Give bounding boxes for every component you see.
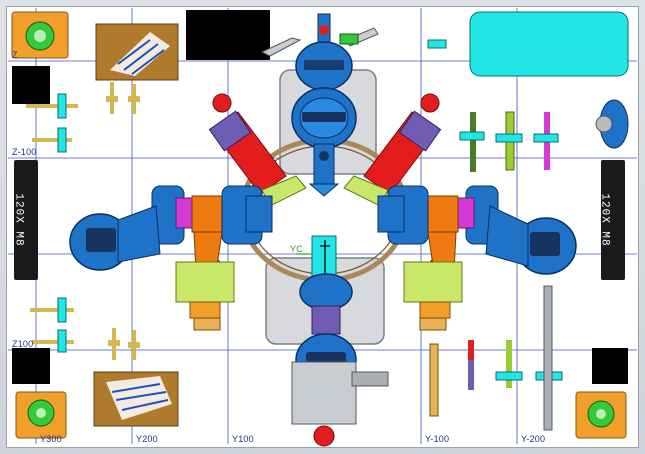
black-block-left-top [12,66,50,104]
grid-label-y-minus-200: Y-200 [521,434,546,444]
black-block-top [186,10,270,60]
right-side-bar [601,160,625,280]
small-pins-top [106,82,140,114]
left-pin-group-top [26,93,78,153]
small-pins-bottom [108,328,140,360]
grid-label-y-100: Y100 [232,434,254,444]
cyan-panel [469,11,629,77]
right-pin-group-top [459,111,559,172]
black-block-left-bottom [12,348,50,384]
left-lower-bracket [175,261,235,331]
left-horizontal-clamp [151,185,273,273]
left-round-gauge [69,205,161,271]
brown-plate-bottom [93,371,179,427]
corner-clamp-top-left [11,11,69,59]
left-side-label: 120X M8 [12,193,25,247]
center-lower-assembly [291,235,389,425]
grid-label-y-200: Y200 [136,434,158,444]
right-side-label: 120X M8 [598,193,611,247]
upper-right-diagonal-clamp [343,110,442,207]
grid-label-z-minus-100: Z-100 [12,147,37,157]
red-ball-top-right [420,93,440,113]
right-pin-group-bottom [429,285,563,431]
black-block-right-bottom [592,348,628,384]
corner-clamp-bottom-left [15,391,67,439]
grid-label-z-top: Z [12,50,18,60]
small-cyan-piece [427,39,447,49]
right-edge-knob [595,99,629,149]
grid-label-y-300: Y300 [40,434,62,444]
left-pin-group-bottom [30,297,74,353]
brown-plate-top [95,23,179,81]
right-lower-bracket [403,261,463,331]
red-ball-bottom [313,425,335,447]
yc-axis-label: YC [290,244,303,254]
top-clamp-assembly [260,13,379,197]
corner-clamp-bottom-right [575,391,627,439]
grid-label-y-minus-100: Y-100 [425,434,450,444]
grid-label-z-100: Z100 [12,339,34,349]
right-horizontal-clamp [377,185,499,273]
right-round-gauge [485,205,577,275]
left-side-bar [14,160,38,280]
red-ball-top-left [212,93,232,113]
